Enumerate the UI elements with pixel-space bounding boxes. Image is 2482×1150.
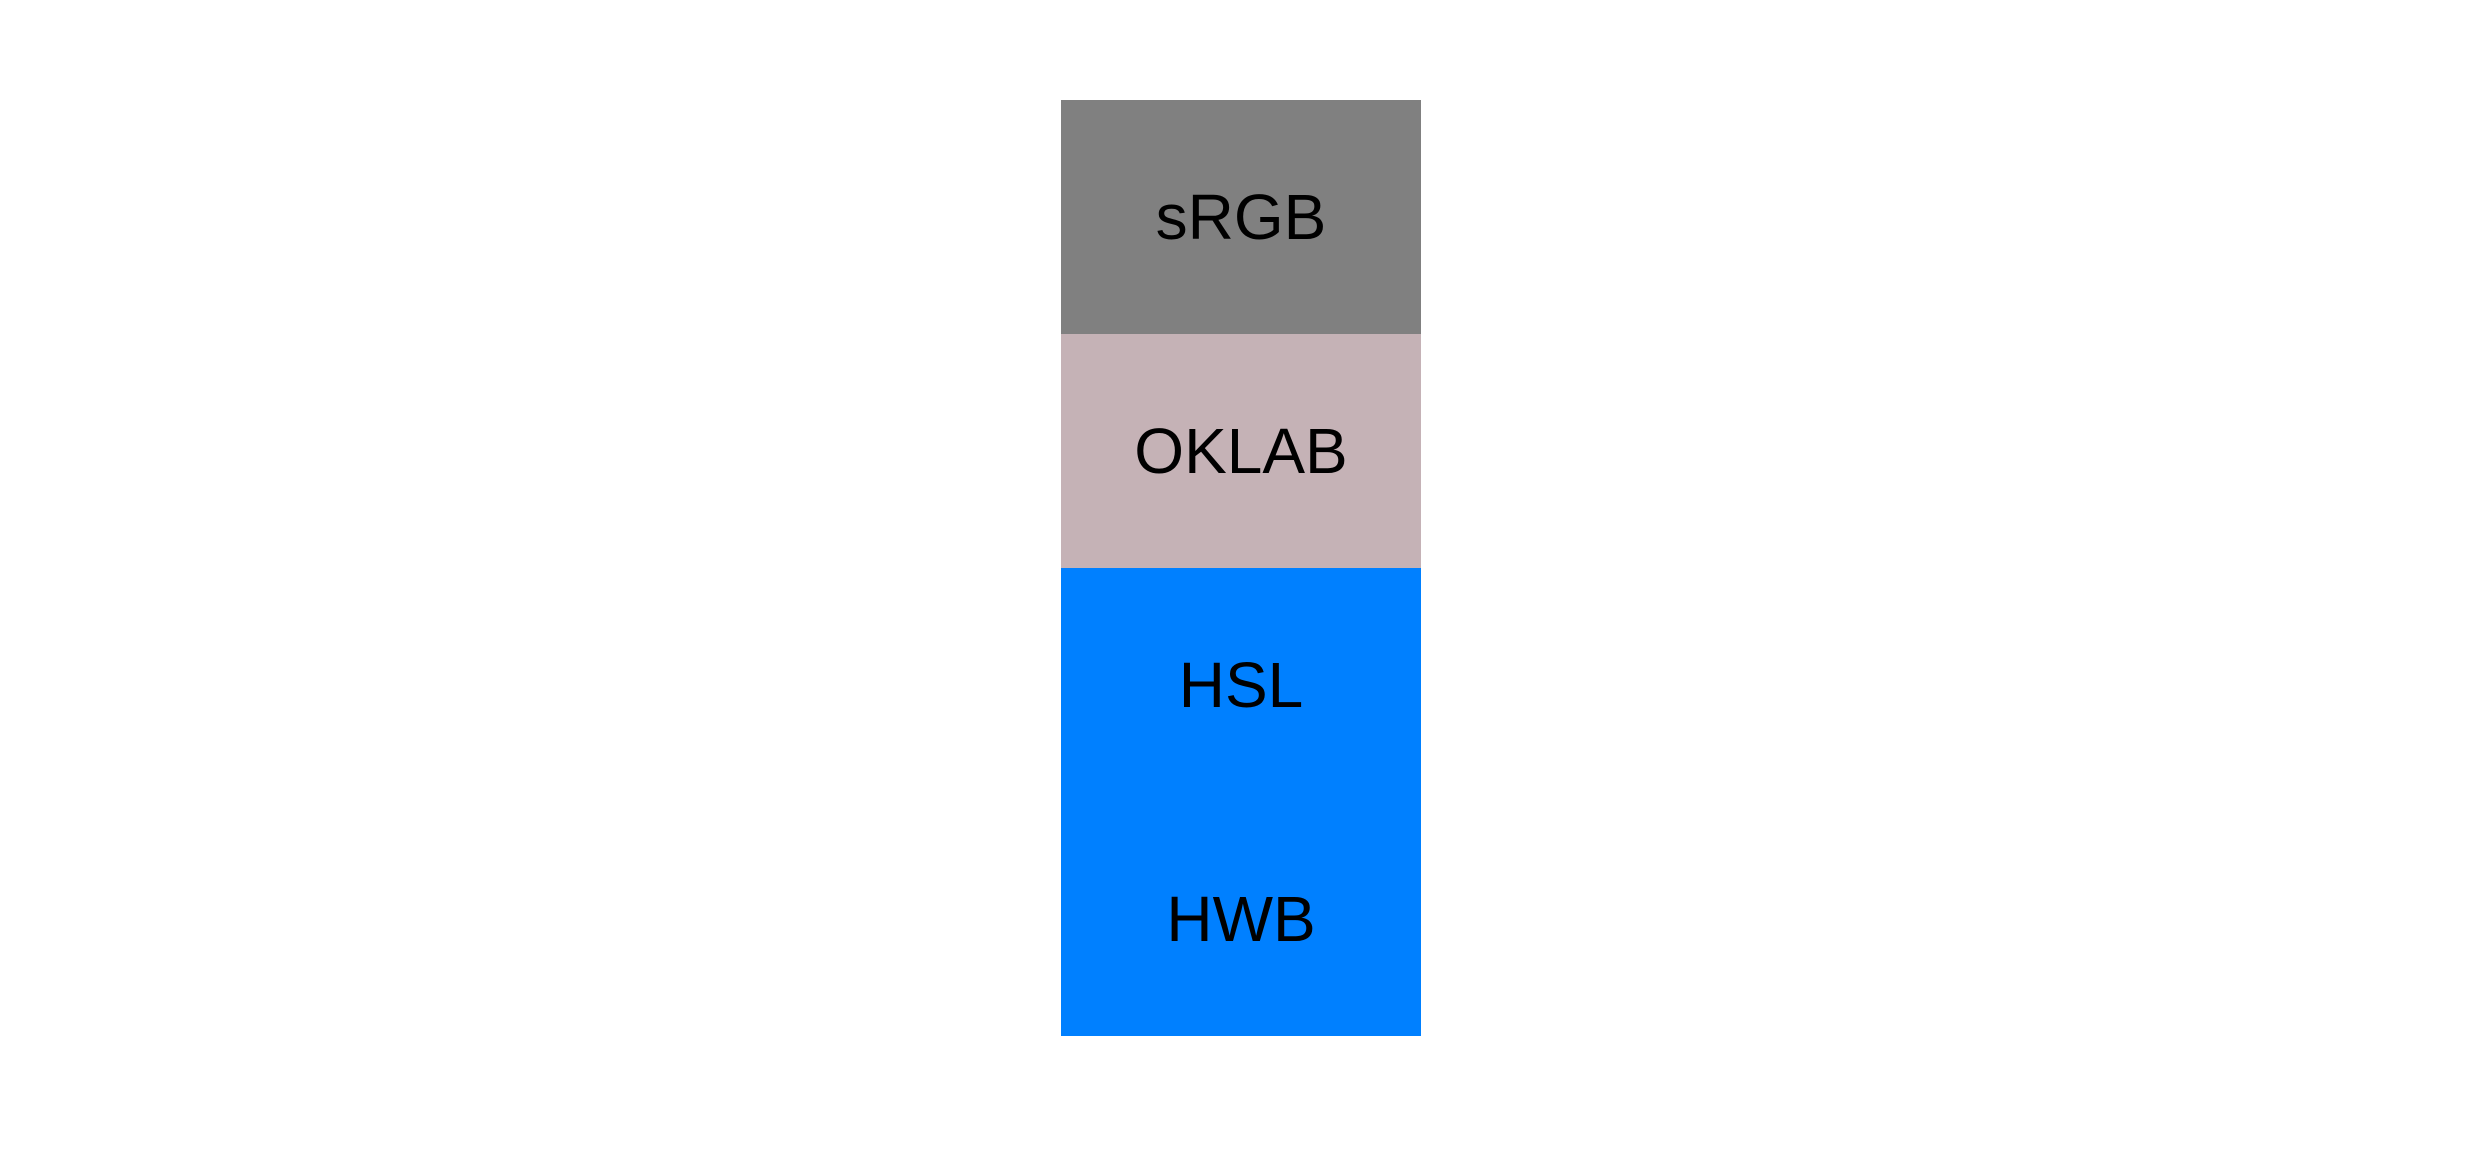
swatch-hwb-label: HWB: [1166, 883, 1316, 955]
swatch-hwb: HWB: [1061, 802, 1421, 1036]
swatch-hsl-label: HSL: [1178, 649, 1304, 721]
swatch-srgb: sRGB: [1061, 100, 1421, 334]
swatch-hsl: HSL: [1061, 568, 1421, 802]
color-space-swatch-column: sRGB OKLAB HSL HWB: [1061, 100, 1421, 1036]
swatch-oklab-label: OKLAB: [1134, 415, 1348, 487]
swatch-oklab: OKLAB: [1061, 334, 1421, 568]
swatch-srgb-label: sRGB: [1155, 181, 1327, 253]
